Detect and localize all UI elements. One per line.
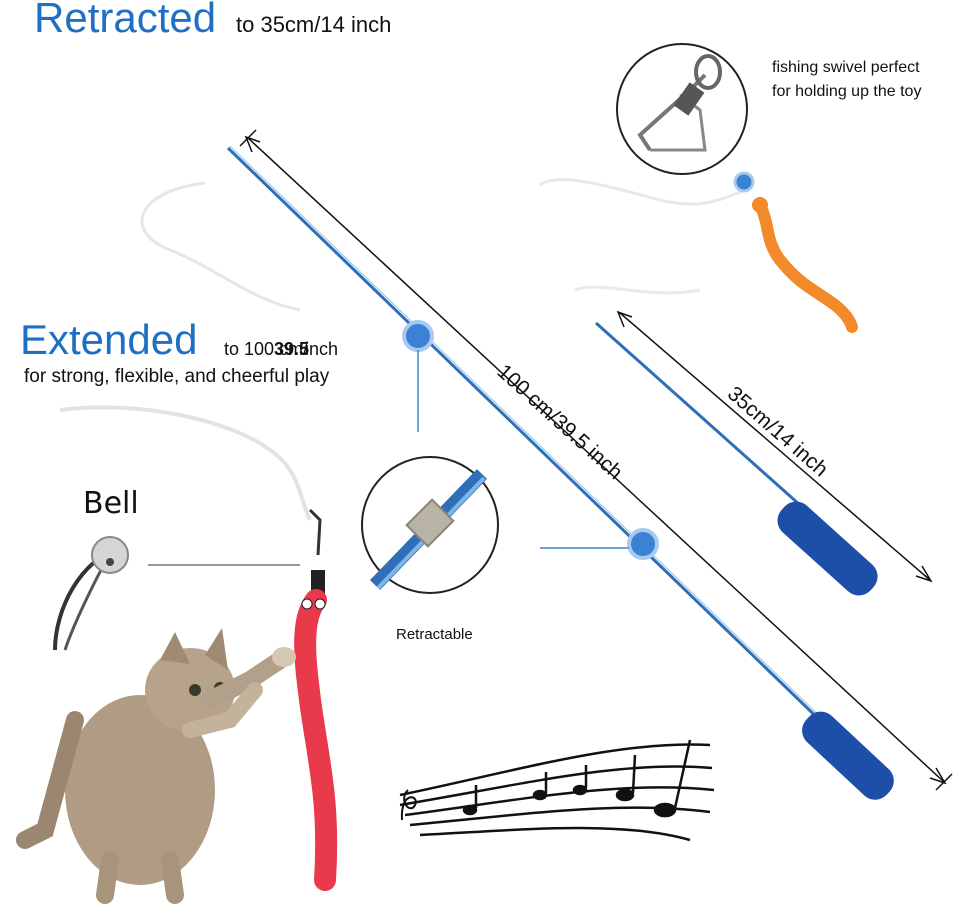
feather-string-left — [59, 405, 312, 521]
bell-label: Bell — [83, 486, 139, 521]
extended-subtitle-a: to 100 cm/ — [224, 339, 309, 359]
long-rod-handle — [802, 711, 894, 800]
retracted-title: Retracted — [34, 0, 217, 41]
feather-string-right — [539, 178, 746, 206]
swivel-caption-line2: for holding up the toy — [772, 83, 922, 100]
swivel-highlight — [733, 171, 755, 193]
feather-string-top — [140, 181, 301, 312]
swivel-caption-line1: fishing swivel perfect — [772, 59, 920, 76]
long-dimension-line — [239, 129, 953, 791]
rod-highlight-top — [402, 320, 434, 352]
retracted-subtitle: to 35cm/14 inch — [236, 12, 392, 37]
short-rod — [595, 321, 878, 596]
short-rod-handle — [777, 501, 878, 596]
swivel-inset — [616, 43, 748, 175]
red-worm-toy — [294, 508, 338, 891]
retractable-inset — [361, 456, 499, 594]
orange-worm-toy — [752, 197, 858, 333]
short-dimension-line — [616, 310, 933, 583]
extended-title: Extended — [20, 316, 198, 363]
feather-string-mid — [574, 285, 701, 295]
rod-highlight-bottom — [627, 528, 659, 560]
bell-icon — [53, 536, 300, 651]
music-notes-icon — [399, 739, 715, 842]
extended-subtitle-b: 39.5 — [274, 339, 310, 359]
long-rod — [226, 145, 894, 800]
retractable-label: Retractable — [396, 626, 473, 643]
kitten-image — [16, 628, 296, 904]
tagline: for strong, flexible, and cheerful play — [24, 366, 330, 387]
extended-subtitle-c: inch — [305, 339, 339, 359]
